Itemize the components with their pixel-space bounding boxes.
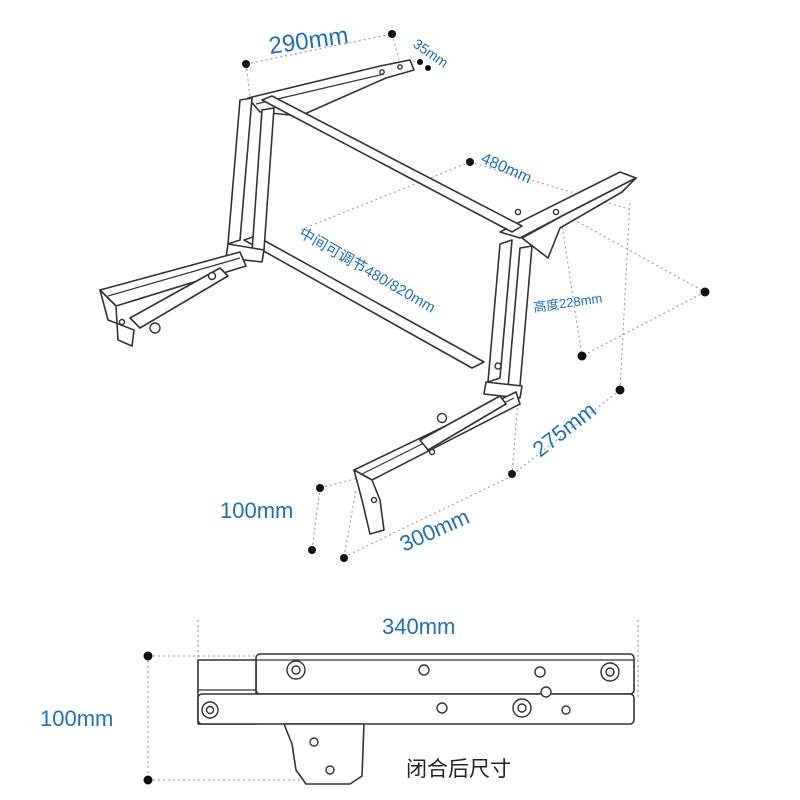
closed-lower-hole-4 [540,686,552,698]
front-frame [483,239,533,399]
back-rail-leg [99,289,135,347]
back-rail-edge [107,257,241,297]
point-35-b [425,65,431,71]
point-height-bottom [577,351,587,361]
point-closed-100-top [143,651,153,661]
closed-lower-hole-1-inner [205,705,215,715]
point-100-top [316,484,324,492]
top-arm-front-hole-2 [552,208,560,216]
guide-height-side [559,211,583,357]
top-arm-back-hole-2 [397,64,403,70]
guide-100 [311,487,321,551]
caption-closed-size: 闭合后尺寸 [406,757,511,781]
closed-upper-hole-2 [418,664,430,676]
guide-275-up [619,199,631,391]
mechanism-3d-view [99,30,710,562]
crossbar-lower [243,235,485,369]
point-480 [466,158,474,166]
front-rail-leg [353,469,385,535]
closed-lower-hole-2 [436,702,448,714]
guide-height-diag [581,291,706,357]
guide-100-top [319,477,359,489]
closed-upper-plate [255,653,635,695]
back-link-pivot [207,271,217,281]
dimension-guides-3d [245,33,706,558]
back-upright-left [227,97,253,245]
front-frame-bolt [494,362,502,370]
guide-300-left [343,489,357,558]
closed-view [143,620,639,785]
closed-hanging-bracket [283,723,365,785]
closed-hanging-bracket-body [283,723,365,785]
point-35-a [417,59,423,65]
dimension-points-3d [242,30,710,562]
top-arm-back-hole-1 [379,69,385,75]
guide-height-top [559,211,706,293]
point-closed-100-bottom [143,775,153,785]
guide-290-left [245,63,251,97]
closed-upper-hole-1-inner [291,665,301,675]
label-480: 480mm [478,150,534,187]
guide-290-right [391,33,401,65]
front-link [419,395,507,451]
point-100-bottom [308,546,316,554]
label-290: 290mm [267,22,350,60]
closed-bracket-hole-2 [325,765,335,775]
front-upright-right [507,245,533,389]
closed-bracket-hole-1 [309,737,319,747]
front-rail-pivot [436,412,448,424]
front-rail-hole [370,496,378,504]
crossbar-upper [261,95,523,233]
guide-275-up2 [511,399,519,476]
label-300: 300mm [396,504,473,557]
crossbars [243,95,523,369]
guide-300 [343,475,513,558]
closed-upper-hole-4-inner [605,667,615,677]
point-275-bottom [508,470,516,478]
back-frame [225,97,275,263]
back-base-rail [99,251,247,347]
point-290-right [388,30,396,38]
back-rail-pivot [149,322,161,334]
front-rail-hole-2 [428,448,436,456]
top-arm-front-flange [521,177,637,259]
front-upright-left [487,239,513,383]
label-340: 340mm [382,614,455,639]
point-300-left [340,554,348,562]
label-height: 高度228mm [532,290,603,315]
guide-480-left [299,161,471,231]
label-closed-100: 100mm [40,706,113,731]
front-base-rail [353,391,521,535]
dimension-labels-closed: 340mm 100mm 闭合后尺寸 [40,614,511,781]
back-upright-right [251,107,275,253]
label-35: 35mm [410,35,451,70]
point-275-top [615,385,625,395]
back-rail-hole [118,318,126,326]
closed-upper-hole-3 [534,666,546,678]
top-arm-front-hole-1 [514,208,522,216]
top-arm-front [499,171,637,259]
closed-lower-hole-5 [561,705,571,715]
label-275: 275mm [528,397,601,462]
point-height-right [700,287,710,297]
closed-lower-hole-3-inner [517,703,527,713]
label-100-top: 100mm [220,498,293,523]
back-link [129,267,229,329]
point-290-left [242,60,250,68]
closed-lower-plate [197,686,635,725]
